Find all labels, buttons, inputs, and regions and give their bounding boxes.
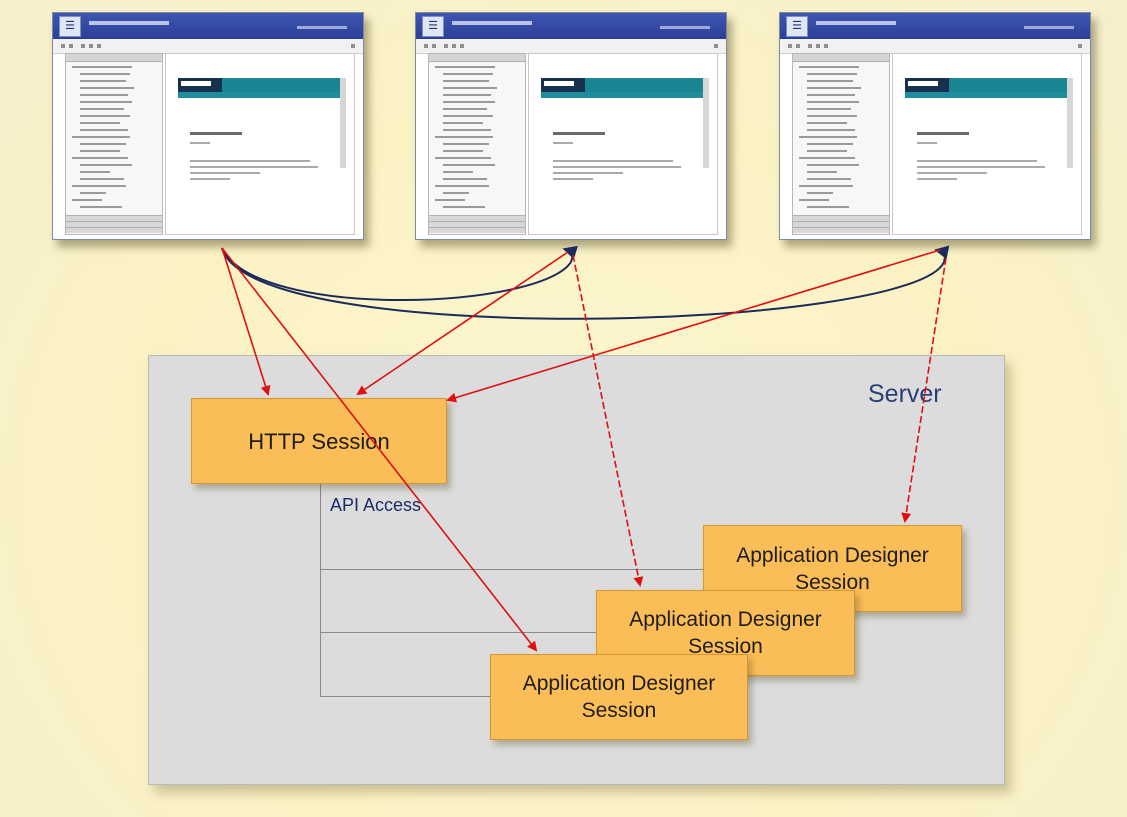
window-titlebar: ☰ — [780, 13, 1090, 39]
window-titlebar: ☰ — [416, 13, 726, 39]
arrow-window3-session3 — [901, 257, 947, 523]
arrow-window2-session2 — [572, 254, 644, 587]
session-3-line2: Session — [795, 570, 870, 594]
server-label: Server — [868, 380, 942, 408]
window-titlebar: ☰ — [53, 13, 363, 39]
api-divider-1 — [320, 569, 705, 570]
api-divider-2 — [320, 632, 598, 633]
navigation-tree — [428, 53, 526, 235]
http-session-box: HTTP Session — [191, 398, 447, 484]
navigation-tree — [792, 53, 890, 235]
content-pane — [528, 53, 718, 235]
navigation-tree — [65, 53, 163, 235]
app-logo-icon: ☰ — [422, 16, 444, 37]
session-1-line1: Application Designer — [522, 672, 716, 695]
app-designer-session-1: Application Designer Session — [490, 654, 748, 740]
session-2-line1: Application Designer — [629, 608, 822, 631]
link-arrowhead-window2 — [562, 245, 578, 263]
arrow-window2-http — [356, 251, 569, 396]
app-logo-icon: ☰ — [786, 16, 808, 37]
session-2-line2: Session — [688, 635, 763, 658]
arrow-window1-session1 — [221, 247, 538, 652]
browser-window-2: ☰ — [415, 12, 727, 240]
session-1-line2: Session — [581, 699, 657, 722]
link-window1-window2 — [221, 247, 572, 301]
browser-window-1: ☰ — [52, 12, 364, 240]
content-pane — [892, 53, 1082, 235]
content-pane — [165, 53, 355, 235]
api-access-label: API Access — [330, 495, 422, 515]
link-window1-window3 — [221, 247, 945, 320]
app-logo-icon: ☰ — [59, 16, 81, 37]
arrow-window3-http — [446, 249, 941, 403]
session-3-line1: Application Designer — [736, 543, 929, 567]
arrow-window1-http — [221, 247, 271, 396]
link-arrowhead-window3 — [934, 245, 950, 263]
browser-window-3: ☰ — [779, 12, 1091, 240]
